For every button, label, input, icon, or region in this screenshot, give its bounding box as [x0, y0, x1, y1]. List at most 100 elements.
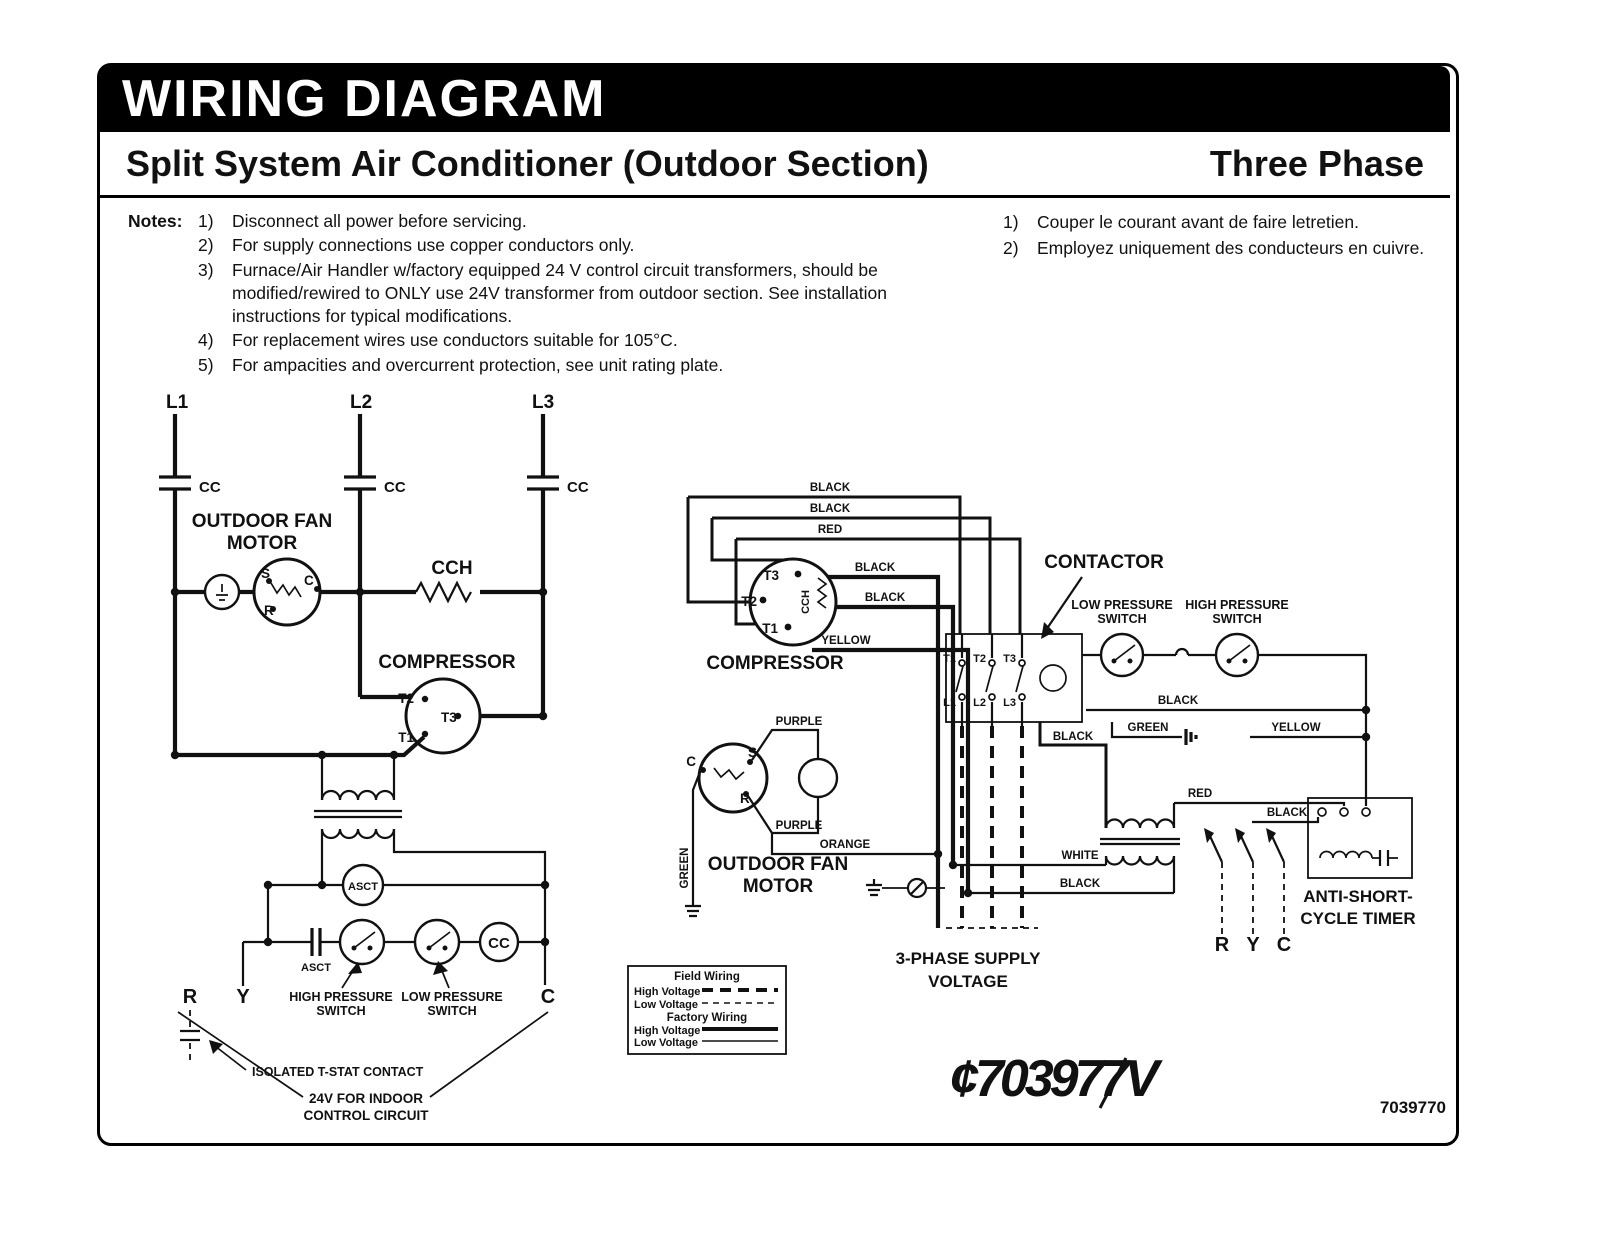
label-switch: SWITCH: [427, 1004, 476, 1018]
purple-wire-bottom: [747, 795, 820, 835]
terminal-t2: [421, 695, 429, 703]
brand-logo: ¢703977V: [950, 1050, 1163, 1108]
tstat-arrow-line: [214, 1045, 247, 1071]
terminal-t1: [784, 623, 792, 631]
label-r: R: [740, 791, 750, 806]
label-isolated-tstat: ISOLATED T-STAT CONTACT: [252, 1065, 424, 1079]
notes-label: Notes:: [128, 211, 183, 231]
tstat-arrowhead: [209, 1040, 223, 1054]
note-item: 1)Couper le courant avant de faire letre…: [1003, 212, 1359, 232]
contactor-pole-3: [1015, 634, 1026, 726]
cc-capacitor: [527, 475, 559, 491]
label-24v-line1: 24V FOR INDOOR: [309, 1091, 423, 1106]
terminal-t3: [454, 712, 462, 720]
contactor-coil: [1039, 664, 1067, 692]
legend-field-wiring: Field Wiring: [674, 971, 740, 983]
junction: [317, 880, 327, 890]
junction: [389, 750, 399, 760]
spade-tip: [1204, 828, 1214, 843]
junction: [170, 587, 180, 597]
black-wire-4: [836, 604, 956, 865]
cc-contactor-coil: [478, 921, 520, 963]
label-cch: CCH: [800, 590, 812, 614]
black-wire-3: [828, 574, 941, 928]
label-t3: T3: [1003, 653, 1016, 665]
label-phase-supply1: 3-PHASE SUPPLY: [896, 949, 1042, 968]
right-circuit: BLACK BLACK RED T3 T2 T1 CCH COMPRESSOR …: [679, 482, 1416, 991]
label-cch: CCH: [431, 558, 472, 579]
earth-ground-symbol: [685, 902, 701, 918]
contactor-pole-1: [955, 634, 966, 726]
green-wire: [1110, 722, 1182, 739]
junction: [933, 849, 943, 859]
label-c: C: [304, 573, 314, 588]
contactor-arrow-line: [1045, 576, 1083, 631]
label-timer1: ANTI-SHORT-: [1303, 887, 1413, 906]
orange-wire: [770, 833, 938, 856]
junction: [1361, 732, 1371, 742]
label-l2: L2: [973, 697, 986, 709]
asct-contact: [310, 928, 322, 956]
wire-loop: [1174, 647, 1190, 656]
note-item: 4)For replacement wires use conductors s…: [198, 330, 678, 351]
motor-winding-coil: [713, 767, 745, 781]
transformer-secondary: [1104, 855, 1176, 866]
label-s: S: [748, 745, 757, 760]
cch-heater-resistor: [415, 580, 472, 604]
spade-tip: [1266, 828, 1276, 843]
label-t2: T2: [741, 594, 757, 609]
label-c: C: [686, 754, 696, 769]
wiring-legend: Field Wiring High Voltage Low Voltage Fa…: [627, 965, 787, 1055]
label-l2: L2: [350, 392, 372, 413]
transformer-primary: [320, 789, 396, 801]
black-wire-1: [686, 495, 962, 634]
part-number: 7039770: [1380, 1098, 1446, 1117]
purple-wire-top: [751, 728, 820, 761]
red-wire: [734, 537, 1022, 634]
t1-wire: [175, 735, 426, 758]
switch-lever: [428, 931, 451, 949]
logo-slash: [1098, 1057, 1128, 1109]
wire-label-purple: PURPLE: [776, 716, 823, 728]
hp-out-wire: [1258, 653, 1368, 806]
splice-slash: [910, 881, 924, 895]
label-t3: T3: [441, 710, 457, 725]
label-high-pressure: HIGH PRESSURE: [1185, 598, 1289, 612]
ground-symbol: [1184, 729, 1198, 745]
cch-coil: [816, 577, 828, 609]
black-wire-8: [1252, 817, 1320, 824]
notes-en: Notes: 1)Disconnect all power before ser…: [128, 210, 978, 378]
timer-terminal: [1339, 807, 1349, 817]
cc-capacitor: [159, 475, 191, 491]
transformer-core: [314, 809, 402, 819]
label-t1: T1: [943, 653, 956, 665]
legend-factory-wiring: Factory Wiring: [667, 1012, 747, 1024]
label-cc: CC: [199, 479, 221, 496]
label-outdoor-fan: OUTDOOR FAN: [708, 854, 848, 875]
label-compressor: COMPRESSOR: [706, 653, 844, 674]
control-wires: [266, 883, 547, 985]
junction: [963, 888, 973, 898]
terminal-r: [270, 606, 276, 612]
supply-dashed-wires: [960, 726, 1024, 928]
black-wire-6: [1038, 722, 1108, 828]
switch-lever: [1228, 644, 1251, 662]
transformer-primary-leads: [320, 755, 396, 800]
ryc-spade-connectors: [1208, 833, 1285, 863]
timer-box: [1307, 797, 1413, 879]
subtitle: Split System Air Conditioner (Outdoor Se…: [126, 142, 929, 184]
wire-label-green: GREEN: [679, 848, 691, 889]
label-t1: T1: [762, 621, 778, 636]
timer-terminal: [1361, 807, 1371, 817]
wire-label-black: BLACK: [810, 482, 851, 494]
label-l1: L1: [943, 697, 956, 709]
wire-label-red: RED: [818, 524, 842, 536]
junction: [317, 750, 327, 760]
label-motor: MOTOR: [743, 876, 814, 897]
junction: [948, 860, 958, 870]
junction: [1361, 705, 1371, 715]
label-compressor: COMPRESSOR: [378, 652, 516, 673]
terminal-s: [266, 578, 272, 584]
junction: [538, 587, 548, 597]
